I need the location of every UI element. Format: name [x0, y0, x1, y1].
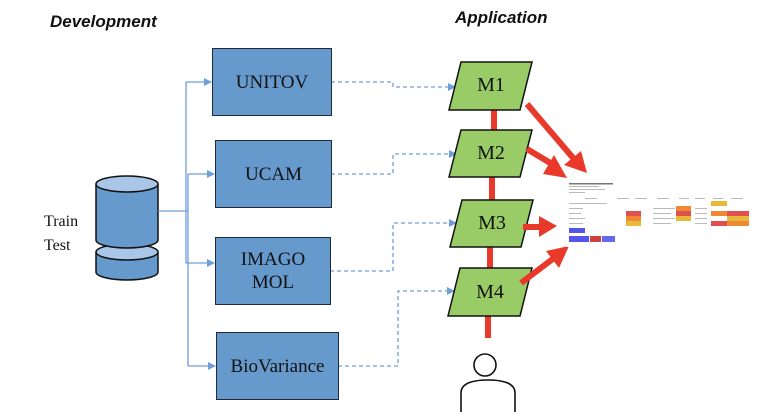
- cell: [711, 201, 727, 206]
- cell: [711, 221, 727, 226]
- output-arrow-m4: [519, 246, 569, 286]
- developer-box-biovariance: BioVariance: [216, 332, 339, 400]
- cell: [676, 211, 691, 216]
- cell: [626, 211, 641, 216]
- model-m1-shape: [448, 61, 533, 111]
- model-label-m4: M4: [476, 281, 504, 303]
- cell: [676, 216, 691, 221]
- developer-label: UCAM: [244, 163, 302, 185]
- person-icon: [460, 353, 516, 412]
- database-cylinder-icon: [95, 175, 159, 281]
- model-label-m2: M2: [477, 142, 505, 164]
- cell: [727, 221, 749, 226]
- output-arrow-m2: [525, 146, 567, 178]
- model-m4-shape: [447, 267, 533, 317]
- developer-label: UNITOV: [235, 71, 309, 93]
- dashed-unitov-m1: [331, 81, 456, 91]
- cell: [711, 211, 727, 216]
- cell: [727, 211, 749, 216]
- thumb-button: [590, 236, 601, 242]
- output-arrow-m1: [524, 102, 587, 173]
- dataset-label: Train Test: [44, 210, 78, 258]
- cell: [626, 216, 641, 221]
- model-label-m3: M3: [478, 212, 506, 234]
- test-label: Test: [44, 237, 71, 254]
- dataset-connectors: [158, 78, 216, 370]
- development-heading: Development: [50, 12, 157, 31]
- model-chain: [485, 110, 497, 338]
- developer-box-imagomol: IMAGO MOL: [215, 237, 331, 305]
- cell: [676, 206, 691, 211]
- thumb-button: [602, 236, 615, 242]
- model-label-m1: M1: [477, 74, 505, 96]
- model-m2-shape: [448, 129, 533, 178]
- application-heading: Application: [455, 8, 548, 27]
- output-arrow-m3: [523, 216, 557, 237]
- cell: [727, 216, 749, 221]
- developer-label: IMAGO MOL: [240, 249, 306, 293]
- dashed-imagomol-m3: [330, 219, 457, 272]
- train-label: Train: [44, 213, 79, 230]
- developer-label: BioVariance: [230, 355, 325, 377]
- results-thumbnail: [567, 181, 753, 247]
- thumb-button: [569, 228, 585, 233]
- dashed-ucam-m2: [331, 150, 457, 175]
- dashed-biovariance-m4: [338, 287, 455, 367]
- thumb-button: [569, 236, 589, 242]
- cell: [626, 221, 641, 226]
- developer-box-unitov: UNITOV: [212, 48, 332, 116]
- model-m3-shape: [449, 199, 534, 248]
- developer-box-ucam: UCAM: [215, 140, 332, 208]
